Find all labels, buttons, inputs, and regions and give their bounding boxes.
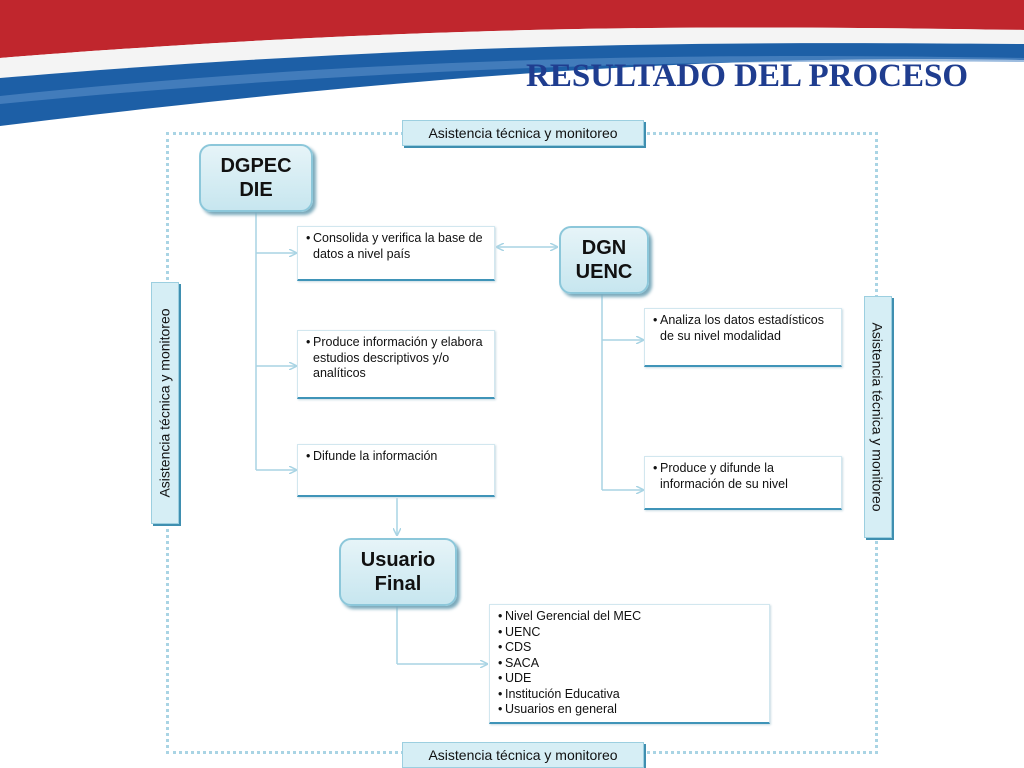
list-item: Nivel Gerencial del MEC: [498, 609, 763, 625]
page-title: RESULTADO DEL PROCESO: [526, 58, 968, 94]
task-text: Produce información y elabora estudios d…: [306, 335, 488, 382]
frame-label-left: Asistencia técnica y monitoreo: [151, 282, 179, 524]
list-item: UDE: [498, 671, 763, 687]
frame-label-bottom: Asistencia técnica y monitoreo: [402, 742, 644, 768]
list-item: UENC: [498, 625, 763, 641]
entity-dgpec-die: DGPEC DIE: [199, 144, 313, 212]
list-item: CDS: [498, 640, 763, 656]
entity-dgn-line1: DGN: [581, 237, 627, 259]
task-text: Produce y difunde la información de su n…: [653, 461, 835, 492]
users-list-card: Nivel Gerencial del MEC UENC CDS SACA UD…: [489, 604, 770, 724]
task-text: Consolida y verifica la base de datos a …: [306, 231, 488, 262]
entity-dgn-line2: UENC: [575, 261, 633, 283]
header-banner: [0, 0, 1024, 130]
task-card-consolida: Consolida y verifica la base de datos a …: [297, 226, 495, 281]
entity-usuario-line2: Final: [374, 573, 422, 595]
entity-usuario-line1: Usuario: [360, 549, 436, 571]
entity-dgpec-line2: DIE: [239, 179, 273, 201]
task-card-difunde: Difunde la información: [297, 444, 495, 497]
list-item: Usuarios en general: [498, 702, 763, 718]
task-card-analiza: Analiza los datos estadísticos de su niv…: [644, 308, 842, 367]
frame-label-right-text: Asistencia técnica y monitoreo: [870, 322, 886, 512]
task-card-produce-nivel: Produce y difunde la información de su n…: [644, 456, 842, 510]
list-item: Institución Educativa: [498, 687, 763, 703]
task-text: Analiza los datos estadísticos de su niv…: [653, 313, 835, 344]
list-item: SACA: [498, 656, 763, 672]
task-card-produce: Produce información y elabora estudios d…: [297, 330, 495, 399]
entity-dgpec-line1: DGPEC: [220, 155, 292, 177]
entity-usuario-final: Usuario Final: [339, 538, 457, 606]
frame-label-left-text: Asistencia técnica y monitoreo: [157, 308, 173, 498]
task-text: Difunde la información: [306, 449, 488, 465]
frame-label-top: Asistencia técnica y monitoreo: [402, 120, 644, 146]
frame-label-right: Asistencia técnica y monitoreo: [864, 296, 892, 538]
entity-dgn-uenc: DGN UENC: [559, 226, 649, 294]
